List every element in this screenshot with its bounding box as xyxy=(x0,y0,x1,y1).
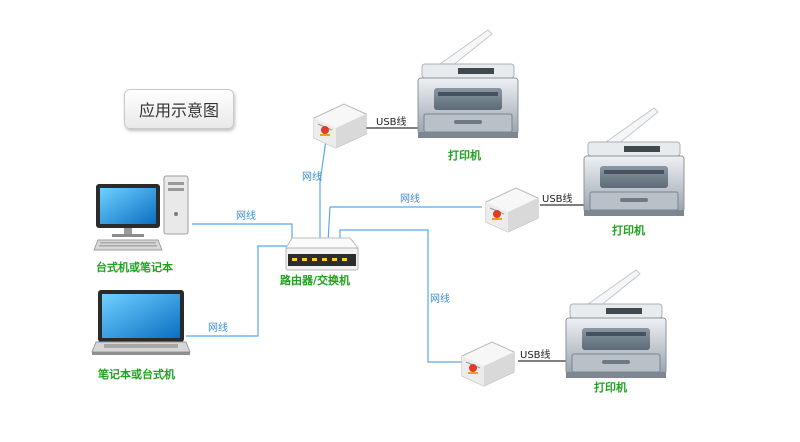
cable-desktop xyxy=(192,223,293,242)
net-mid-label: 网线 xyxy=(400,192,420,205)
printer-mid xyxy=(583,107,685,217)
printer-mid-label: 打印机 xyxy=(612,223,645,237)
desktop-computer xyxy=(93,175,189,251)
cable-router-top xyxy=(319,139,327,242)
print-server-bottom xyxy=(461,341,515,387)
laptop-computer xyxy=(91,290,191,355)
laptop-label: 笔记本或台式机 xyxy=(98,367,175,381)
network-cables xyxy=(186,139,482,363)
printer-bottom xyxy=(565,269,667,379)
net-bottom-label: 网线 xyxy=(430,292,450,305)
desktop-label: 台式机或笔记本 xyxy=(96,260,173,274)
printer-bottom-label: 打印机 xyxy=(594,380,627,394)
usb-cables xyxy=(364,127,584,362)
router-switch xyxy=(285,237,360,271)
net-desktop-label: 网线 xyxy=(236,209,256,222)
cable-router-bottom xyxy=(339,229,464,363)
usb-bottom-label: USB线 xyxy=(520,348,551,361)
cable-laptop xyxy=(186,245,290,337)
cable-router-mid xyxy=(327,206,482,243)
printer-top-label: 打印机 xyxy=(448,148,481,162)
router-label: 路由器/交换机 xyxy=(280,273,350,287)
print-server-mid xyxy=(485,187,539,233)
print-server-top xyxy=(313,103,367,149)
net-top-label: 网线 xyxy=(302,170,322,183)
usb-top-label: USB线 xyxy=(376,115,407,128)
usb-mid-label: USB线 xyxy=(542,192,573,205)
printer-top xyxy=(417,29,519,139)
diagram-title: 应用示意图 xyxy=(124,89,234,129)
net-laptop-label: 网线 xyxy=(208,321,228,334)
